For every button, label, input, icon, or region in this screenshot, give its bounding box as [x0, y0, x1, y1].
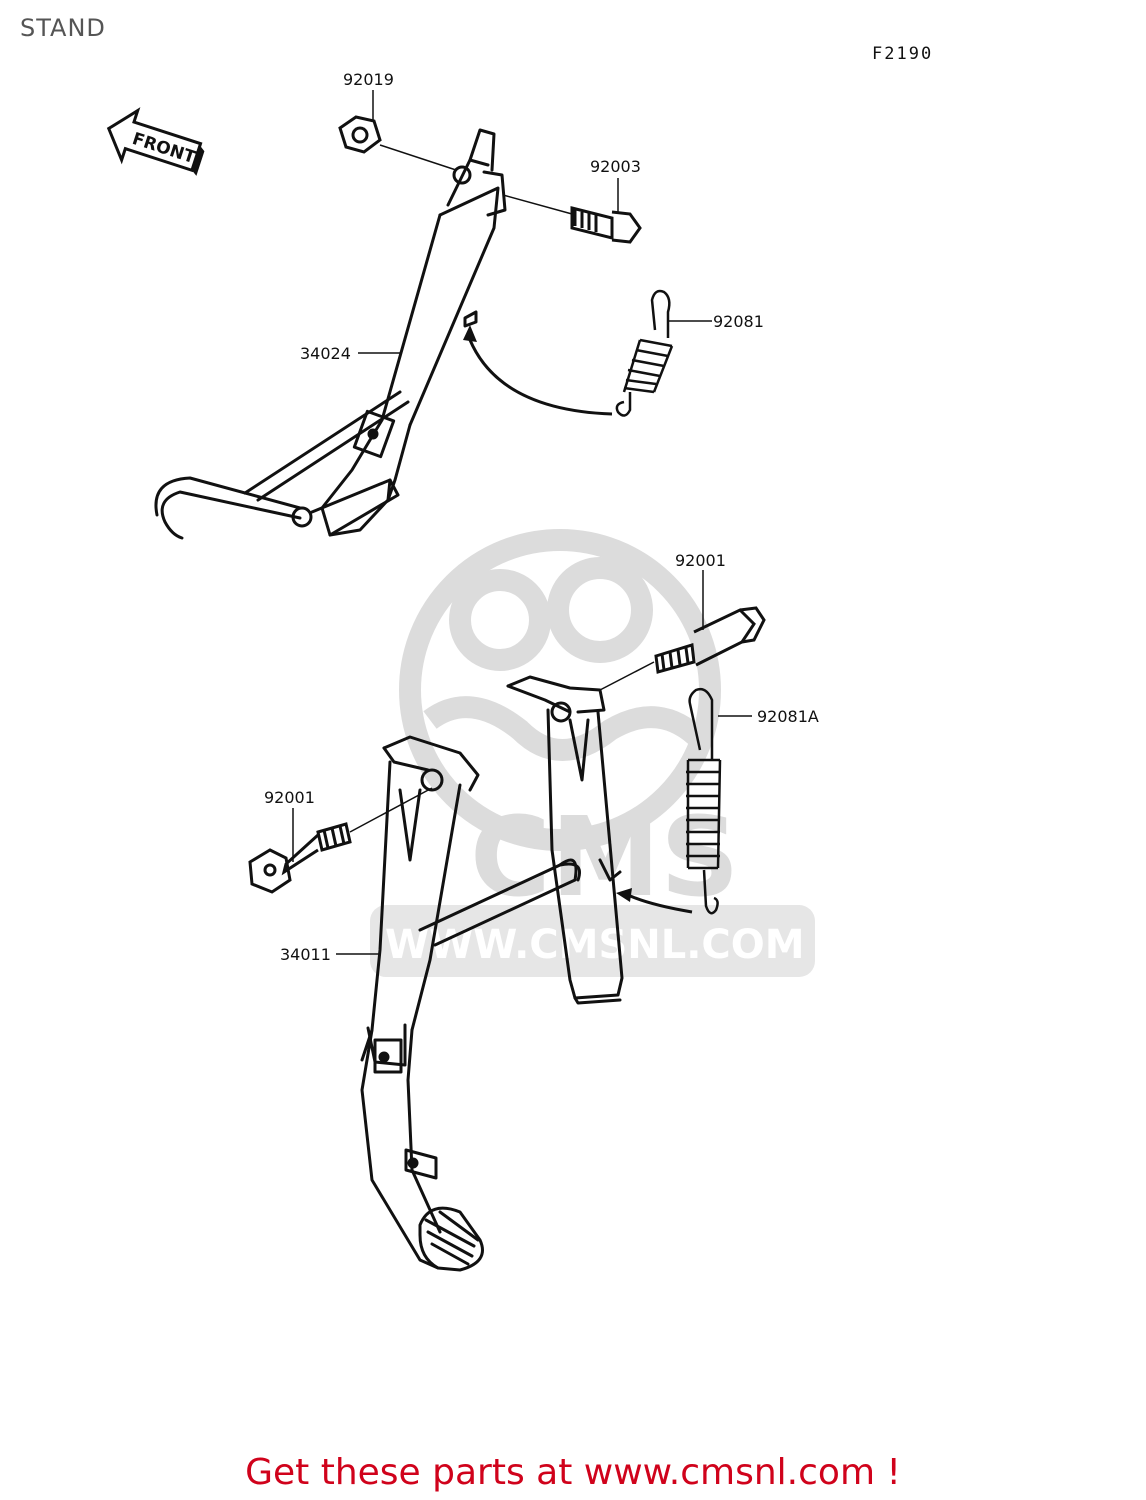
bolt-92003	[570, 206, 642, 244]
footer-cta-link[interactable]: Get these parts at www.cmsnl.com !	[245, 1452, 901, 1493]
parts-diagram: CMS WWW.CMSNL.COM FRONT	[106, 70, 819, 1272]
part-label-34024: 34024	[300, 344, 351, 363]
part-label-92081: 92081	[713, 312, 764, 331]
spring-hook-arrow	[468, 339, 613, 416]
page-title: STAND	[20, 14, 106, 42]
leader-lines-bottom	[292, 570, 752, 955]
leader-lines-top	[358, 90, 712, 354]
spring-hook-arrow-head	[463, 325, 477, 342]
watermark-url: WWW.CMSNL.COM	[385, 922, 805, 968]
part-label-34011: 34011	[280, 945, 331, 964]
bolt-92001-left	[248, 822, 352, 894]
part-label-92001-top: 92001	[675, 551, 726, 570]
spring-92081A	[686, 687, 722, 915]
center-spring-arrow-head	[616, 888, 632, 902]
part-label-92003: 92003	[590, 157, 641, 176]
side-stand-34024	[154, 128, 507, 540]
watermark-logo	[399, 529, 721, 851]
front-arrow-indicator: FRONT	[106, 107, 205, 176]
bolt-92001-top	[654, 606, 766, 674]
part-label-92001-left: 92001	[264, 788, 315, 807]
center-stand-34011	[360, 675, 624, 1272]
part-label-92019: 92019	[343, 70, 394, 89]
figure-code: F2190	[872, 44, 934, 64]
nut-92019	[338, 115, 382, 154]
center-spring-arrow	[627, 893, 693, 914]
part-label-92081A: 92081A	[757, 707, 819, 726]
spring-92081	[615, 289, 674, 417]
